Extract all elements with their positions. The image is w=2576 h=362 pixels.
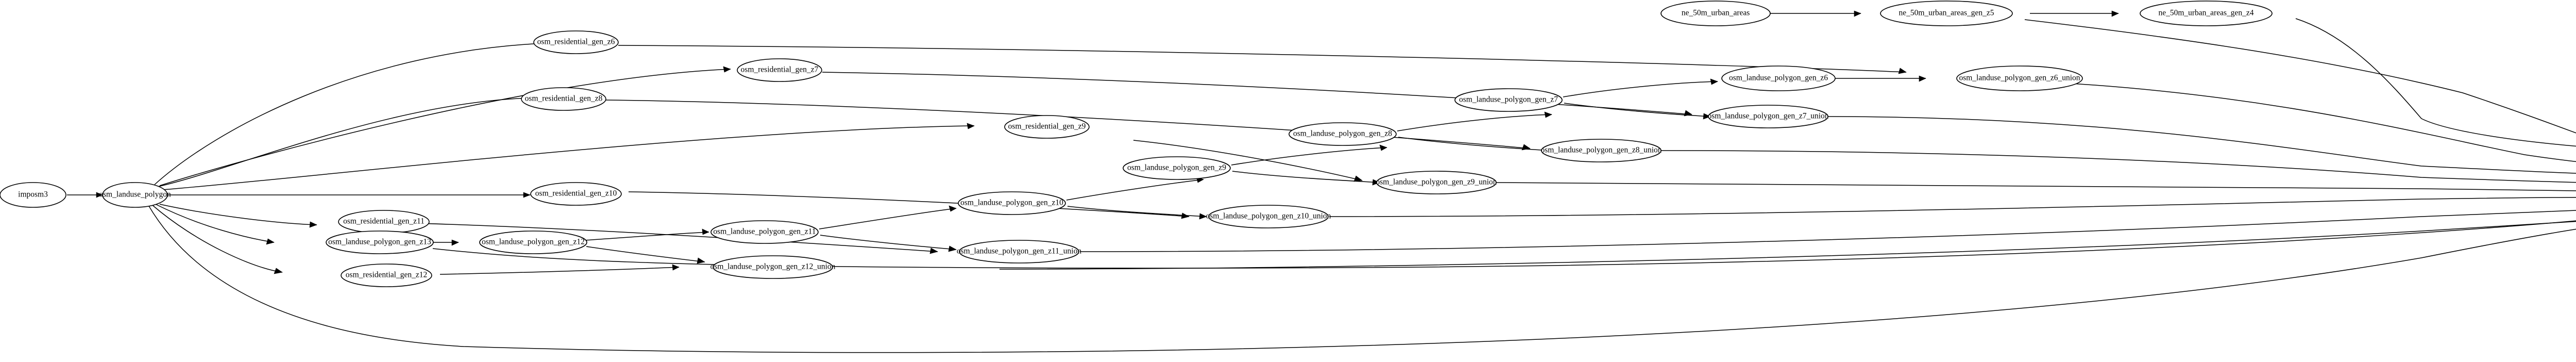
edge-polygon-to-res-z11	[159, 204, 317, 225]
node-osm_landuse_polygon_gen_z12_union[interactable]: osm_landuse_polygon_gen_z12_union	[710, 255, 836, 279]
arrowhead	[266, 238, 275, 245]
edge-polygon-to-res-z9	[162, 125, 975, 190]
node-osm_residential_gen_z8[interactable]: osm_residential_gen_z8	[521, 87, 606, 111]
edge-polygon-to-res-z6	[154, 43, 545, 185]
node-osm_landuse_polygon_gen_z6[interactable]: osm_landuse_polygon_gen_z6	[1721, 65, 1836, 91]
node-osm_landuse_polygon_gen_z9_union[interactable]: osm_landuse_polygon_gen_z9_union	[1376, 171, 1497, 194]
node-layer: imposm3 osm_landuse_polygon osm_resident…	[0, 1, 2273, 287]
edge-z9union-to-layer-z9	[1492, 182, 2576, 192]
node-osm_residential_gen_z7[interactable]: osm_residential_gen_z7	[737, 58, 822, 82]
edge-genz5-to-layer-z5	[2024, 19, 2576, 134]
node-osm_residential_gen_z6[interactable]: osm_residential_gen_z6	[533, 30, 619, 54]
node-ne_50m_urban_areas_gen_z4[interactable]: ne_50m_urban_areas_gen_z4	[2140, 1, 2273, 26]
edge-genz4-to-layer-z4	[2295, 18, 2576, 147]
node-imposm3[interactable]: imposm3	[0, 182, 66, 208]
node-osm_landuse_polygon_gen_z10[interactable]: osm_landuse_polygon_gen_z10	[958, 191, 1066, 215]
edge-z7-to-z7union	[1564, 103, 1711, 117]
edge-resz12-to-z12union	[439, 267, 680, 275]
arrowhead	[1544, 111, 1552, 118]
node-osm_landuse_polygon_gen_z13[interactable]: osm_landuse_polygon_gen_z13	[326, 231, 434, 254]
arrowhead	[1521, 144, 1531, 151]
node-osm_landuse_polygon_gen_z12[interactable]: osm_landuse_polygon_gen_z12	[479, 231, 587, 254]
edge-resz7-to-z7union	[822, 72, 1692, 115]
edge-z7-to-z6	[1563, 81, 1718, 97]
edge-z9-to-z9union	[1232, 171, 1380, 183]
edge-resz8-to-z8union	[605, 100, 1531, 149]
node-osm_residential_gen_z12[interactable]: osm_residential_gen_z12	[341, 264, 432, 287]
edge-z12-to-z11	[585, 232, 709, 241]
node-osm_landuse_polygon_gen_z11[interactable]: osm_landuse_polygon_gen_z11	[710, 220, 819, 244]
edge-polygon-to-res-z8	[157, 97, 530, 187]
node-osm_landuse_polygon_gen_z8[interactable]: osm_landuse_polygon_gen_z8	[1289, 122, 1397, 146]
arrowhead	[1379, 144, 1387, 151]
edge-z11-to-z11union	[820, 235, 957, 250]
edge-polygon-to-layer-z14	[148, 205, 2576, 353]
arrowhead	[929, 248, 938, 254]
edge-z12union-to-layer-z12	[999, 221, 2576, 270]
arrowhead	[1703, 113, 1711, 120]
arrowhead	[96, 192, 103, 198]
arrowhead	[723, 66, 731, 73]
node-ne_50m_urban_areas_gen_z5[interactable]: ne_50m_urban_areas_gen_z5	[1880, 1, 2013, 26]
node-osm_landuse_polygon_gen_z9[interactable]: osm_landuse_polygon_gen_z9	[1123, 156, 1231, 180]
edge-resz10-to-z10union	[628, 191, 1190, 217]
node-osm_landuse_polygon_gen_z10_union[interactable]: osm_landuse_polygon_gen_z10_union	[1206, 205, 1331, 228]
arrowhead	[948, 245, 957, 252]
arrowhead	[1181, 212, 1190, 219]
node-ne_50m_urban_areas[interactable]: ne_50m_urban_areas	[1660, 1, 1771, 26]
edge-z9-to-z8	[1231, 147, 1387, 166]
edge-z6union-to-layer-z6	[2036, 81, 2576, 162]
arrowhead	[1854, 10, 1861, 17]
arrowhead	[274, 268, 283, 274]
node-osm_residential_gen_z9[interactable]: osm_residential_gen_z9	[1004, 115, 1090, 139]
arrowhead	[2111, 10, 2119, 17]
arrowhead	[948, 205, 957, 212]
arrowhead	[697, 257, 705, 264]
edge-z10-to-z9	[1066, 179, 1204, 201]
node-osm_landuse_polygon_gen_z7[interactable]: osm_landuse_polygon_gen_z7	[1454, 88, 1563, 112]
arrowhead	[1684, 110, 1692, 117]
edge-polygon-to-landuse-z13	[155, 204, 275, 243]
arrowhead	[1372, 179, 1380, 186]
node-osm_landuse_polygon_gen_z11_union[interactable]: osm_landuse_polygon_gen_z11_union	[957, 240, 1081, 264]
edge-z11union-to-layer-z11	[1079, 209, 2576, 252]
edge-resz9-to-z9union	[1133, 140, 1363, 181]
edge-polygon-to-res-z7	[159, 69, 731, 186]
arrowhead	[1710, 78, 1718, 85]
node-osm_landuse_polygon_gen_z6_union[interactable]: osm_landuse_polygon_gen_z6_union	[1956, 65, 2083, 91]
node-osm_landuse_polygon_gen_z7_union[interactable]: osm_landuse_polygon_gen_z7_union	[1707, 105, 1829, 128]
arrowhead	[523, 192, 531, 198]
arrowhead	[967, 123, 975, 129]
arrowhead	[1898, 68, 1907, 74]
node-osm_residential_gen_z10[interactable]: osm_residential_gen_z10	[530, 182, 622, 206]
arrowhead	[702, 228, 709, 235]
arrowhead	[451, 239, 459, 246]
edge-z8-to-z8union	[1398, 137, 1550, 151]
edge-polygon-to-res-z12	[152, 205, 283, 273]
edge-z10union-to-layer-z10	[1329, 197, 2576, 217]
arrowhead	[1199, 213, 1207, 220]
arrowhead	[309, 221, 317, 228]
edge-resz11-to-z11union	[396, 222, 938, 252]
arrowhead	[1919, 75, 1926, 82]
node-osm_residential_gen_z11[interactable]: osm_residential_gen_z11	[338, 210, 430, 234]
edge-z8union-to-layer-z8	[1660, 150, 2576, 183]
edge-z13-to-layer-z13	[432, 220, 2576, 269]
edge-z11-to-z10	[819, 208, 957, 229]
edge-z10-to-z10union	[1067, 206, 1207, 217]
arrowhead	[1353, 175, 1363, 182]
node-osm_landuse_polygon_gen_z8_union[interactable]: osm_landuse_polygon_gen_z8_union	[1540, 139, 1662, 162]
arrowhead	[672, 264, 680, 271]
edge-z8-to-z7	[1397, 114, 1552, 131]
edge-layer	[67, 10, 2576, 353]
edge-z7union-to-layer-z7	[1827, 116, 2576, 174]
edge-z12-to-z12union	[586, 246, 705, 262]
